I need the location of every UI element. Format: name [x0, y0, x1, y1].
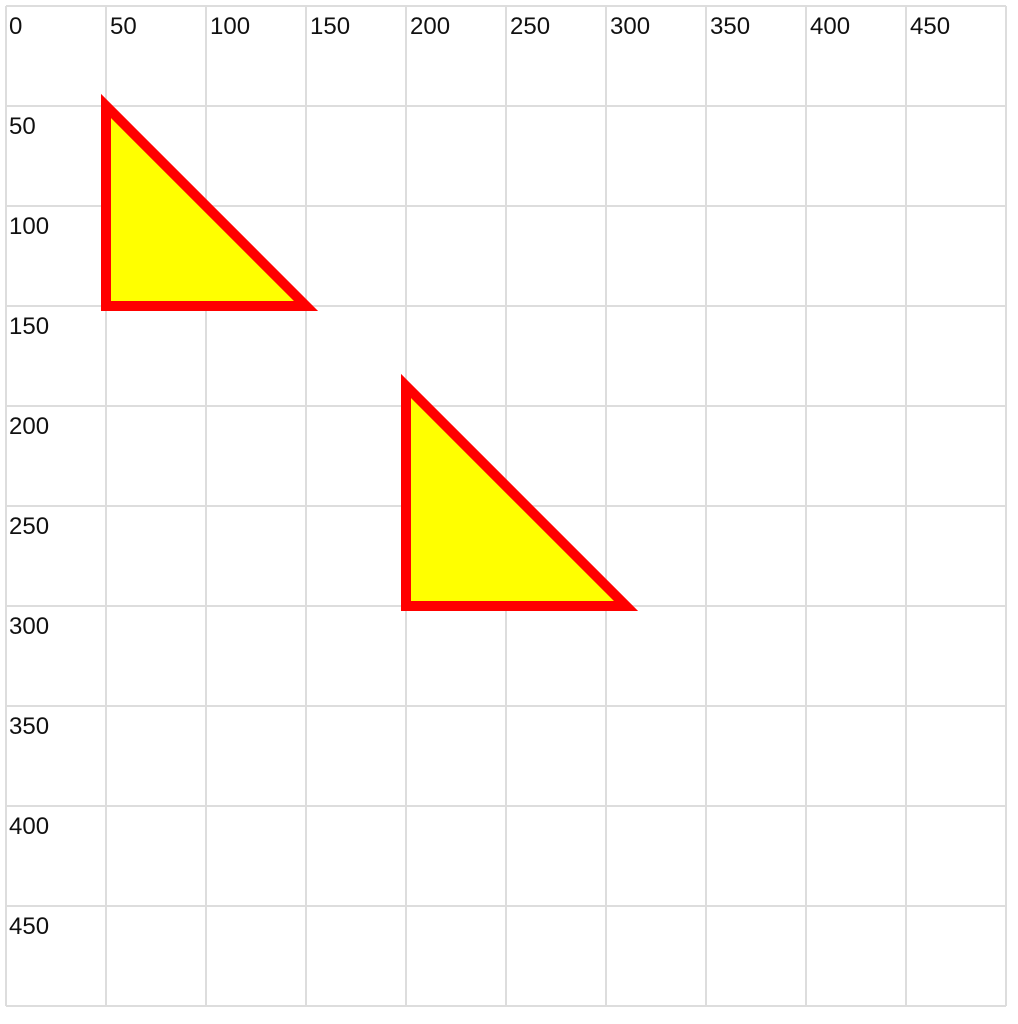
y-tick-label: 150 [9, 313, 49, 340]
y-tick-label: 50 [9, 113, 36, 140]
x-tick-label: 200 [410, 13, 450, 40]
x-tick-label: 250 [510, 13, 550, 40]
y-tick-label: 400 [9, 813, 49, 840]
x-tick-label: 150 [310, 13, 350, 40]
x-tick-label: 400 [810, 13, 850, 40]
origin-label: 0 [9, 13, 22, 40]
original-triangle [101, 93, 319, 311]
x-tick-label: 50 [110, 13, 137, 40]
tick-labels: 0 50 100 150 200 250 300 350 400 450 50 100 150 200 2… [9, 13, 950, 940]
y-tick-label: 200 [9, 413, 49, 440]
x-tick-label: 100 [210, 13, 250, 40]
shapes-layer [101, 93, 639, 611]
y-tick-label: 350 [9, 713, 49, 740]
x-tick-label: 350 [710, 13, 750, 40]
translated-triangle [401, 373, 639, 611]
y-tick-label: 300 [9, 613, 49, 640]
y-tick-label: 100 [9, 213, 49, 240]
y-tick-label: 450 [9, 913, 49, 940]
x-tick-label: 300 [610, 13, 650, 40]
y-tick-label: 250 [9, 513, 49, 540]
x-tick-label: 450 [910, 13, 950, 40]
